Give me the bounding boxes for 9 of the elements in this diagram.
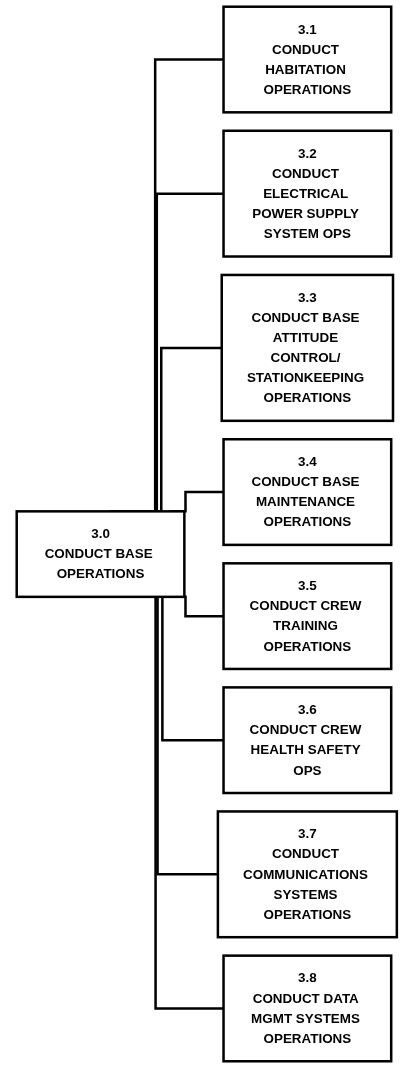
node-box: 3.7 CONDUCT COMMUNICATIONS SYSTEMS OPERATIONS: [216, 810, 399, 939]
node-box: 3.1 CONDUCT HABITATION OPERATIONS: [222, 5, 393, 114]
node-box: 3.5 CONDUCT CREW TRAINING OPERATIONS: [222, 562, 393, 671]
node-box: 3.3 CONDUCT BASE ATTITUDE CONTROL/ STATIONKEEPING OPERATIONS: [220, 273, 395, 423]
node-box: 3.8 CONDUCT DATA MGMT SYSTEMS OPERATIONS: [222, 954, 393, 1063]
node-box: 3.2 CONDUCT ELECTRICAL POWER SUPPLY SYSTEM OPS: [222, 129, 393, 258]
node-box: 3.0 CONDUCT BASE OPERATIONS: [15, 510, 186, 599]
node-box: 3.6 CONDUCT CREW HEALTH SAFETY OPS: [222, 686, 393, 795]
node-box: 3.4 CONDUCT BASE MAINTENANCE OPERATIONS: [222, 438, 393, 547]
